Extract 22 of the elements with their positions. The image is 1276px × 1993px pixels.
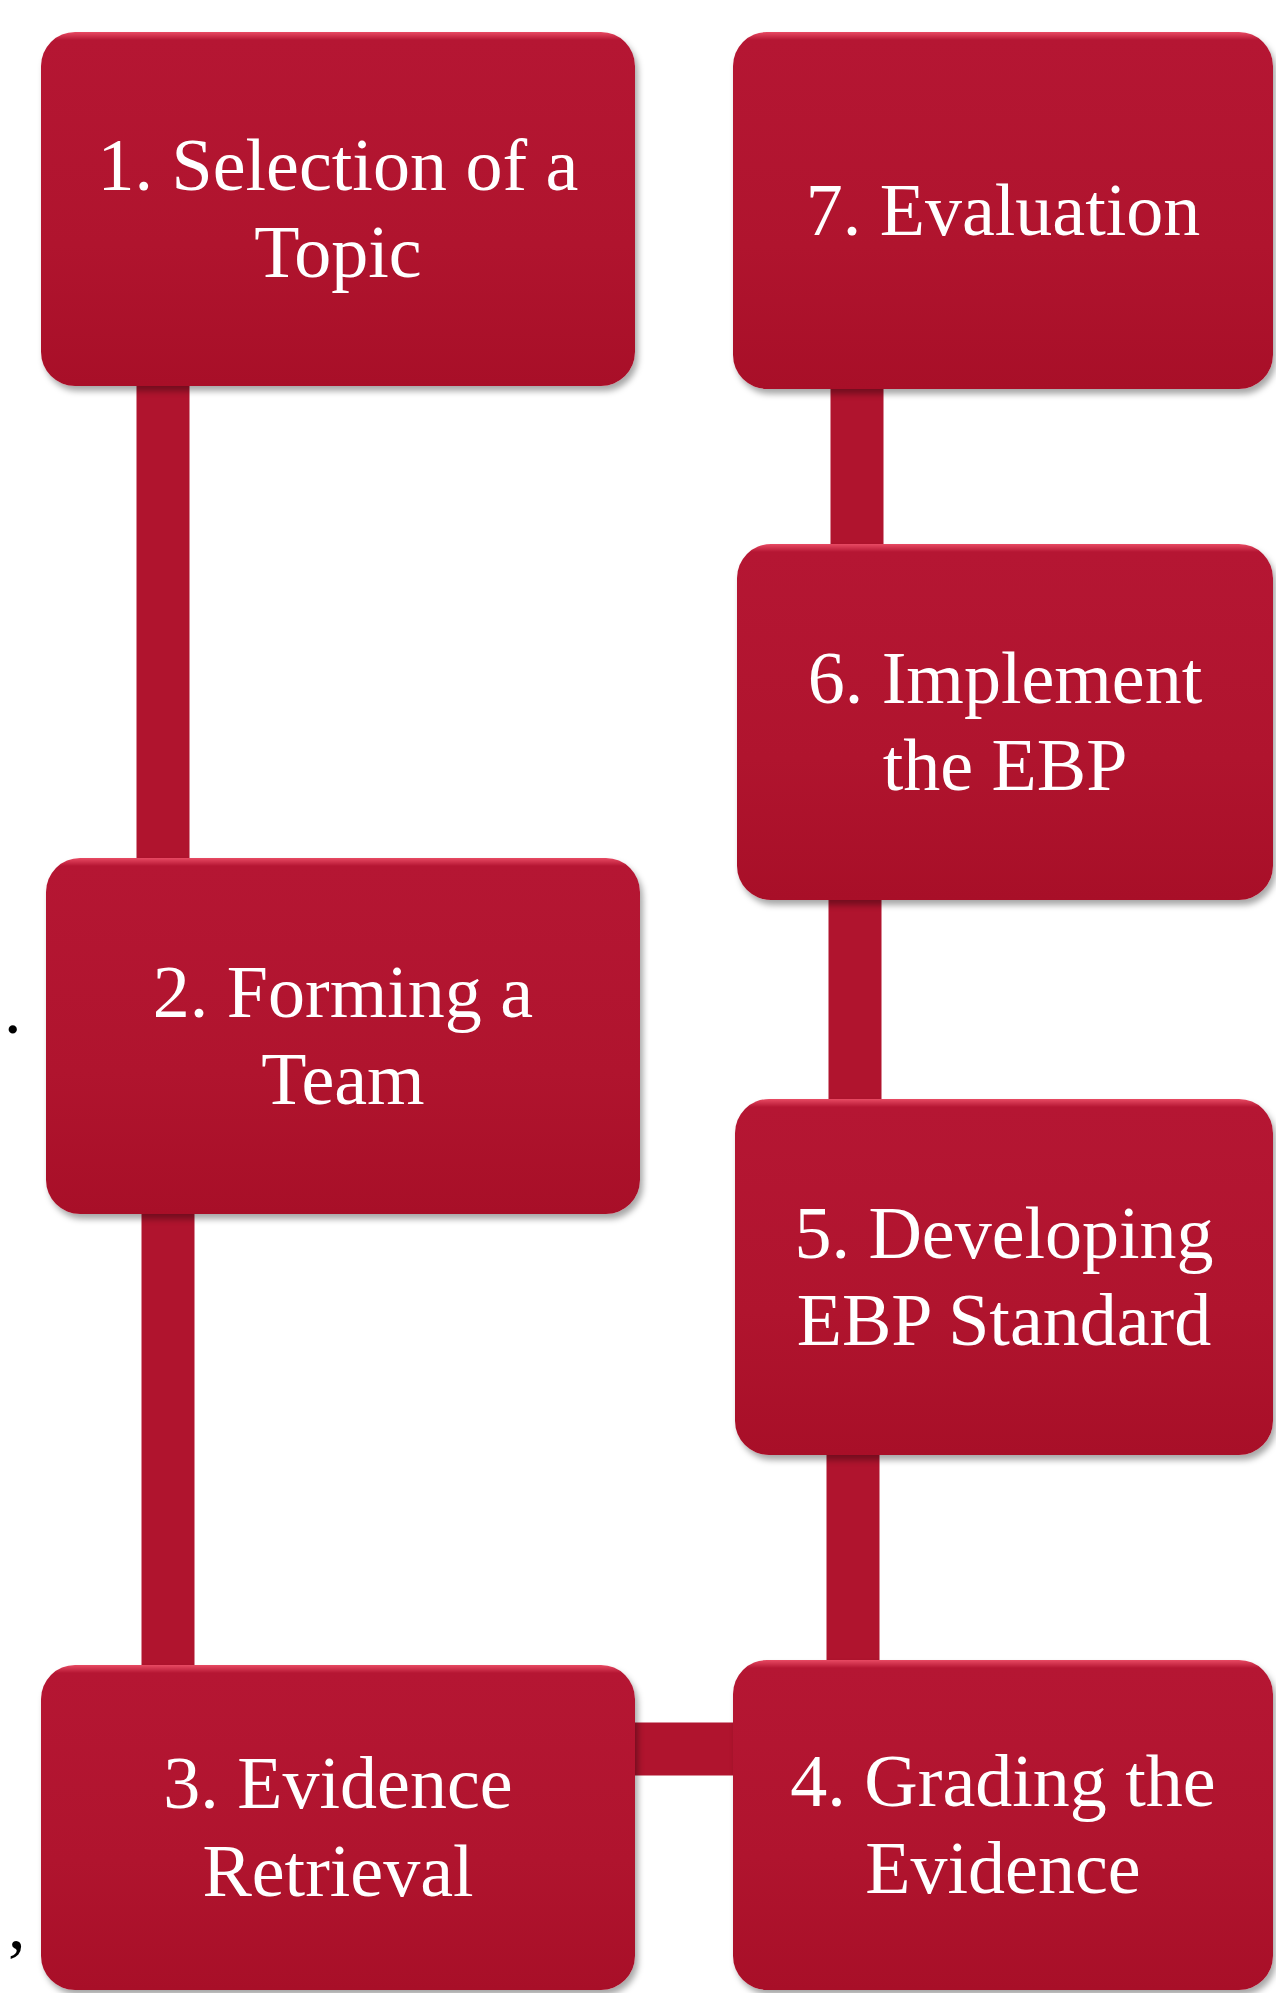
connector-bar — [826, 1455, 880, 1660]
step-box — [46, 858, 640, 1214]
connector-bar — [136, 386, 190, 858]
step-label: 6. Implement the EBP — [806, 635, 1204, 808]
step-box — [733, 1660, 1273, 1990]
step-label: 7. Evaluation — [805, 167, 1201, 253]
step-label: 5. Developing EBP Standard — [793, 1190, 1215, 1363]
step-box — [41, 1665, 635, 1990]
step-label: 3. Evidence Retrieval — [162, 1741, 514, 1914]
step-label: 4. Grading the Evidence — [789, 1738, 1217, 1911]
step-box — [41, 32, 635, 386]
connector-bar — [141, 1214, 195, 1665]
step-label: 1. Selection of a Topic — [96, 122, 580, 295]
connector-bar — [830, 389, 884, 544]
step-box — [737, 544, 1273, 900]
step-box — [733, 32, 1273, 389]
connector-bar — [828, 900, 882, 1099]
step-label: 2. Forming a Team — [151, 949, 535, 1122]
connector-bar — [635, 1722, 733, 1776]
text-fragment: . — [4, 975, 22, 1045]
step-box — [735, 1099, 1273, 1455]
text-fragment: , — [8, 1890, 26, 1960]
